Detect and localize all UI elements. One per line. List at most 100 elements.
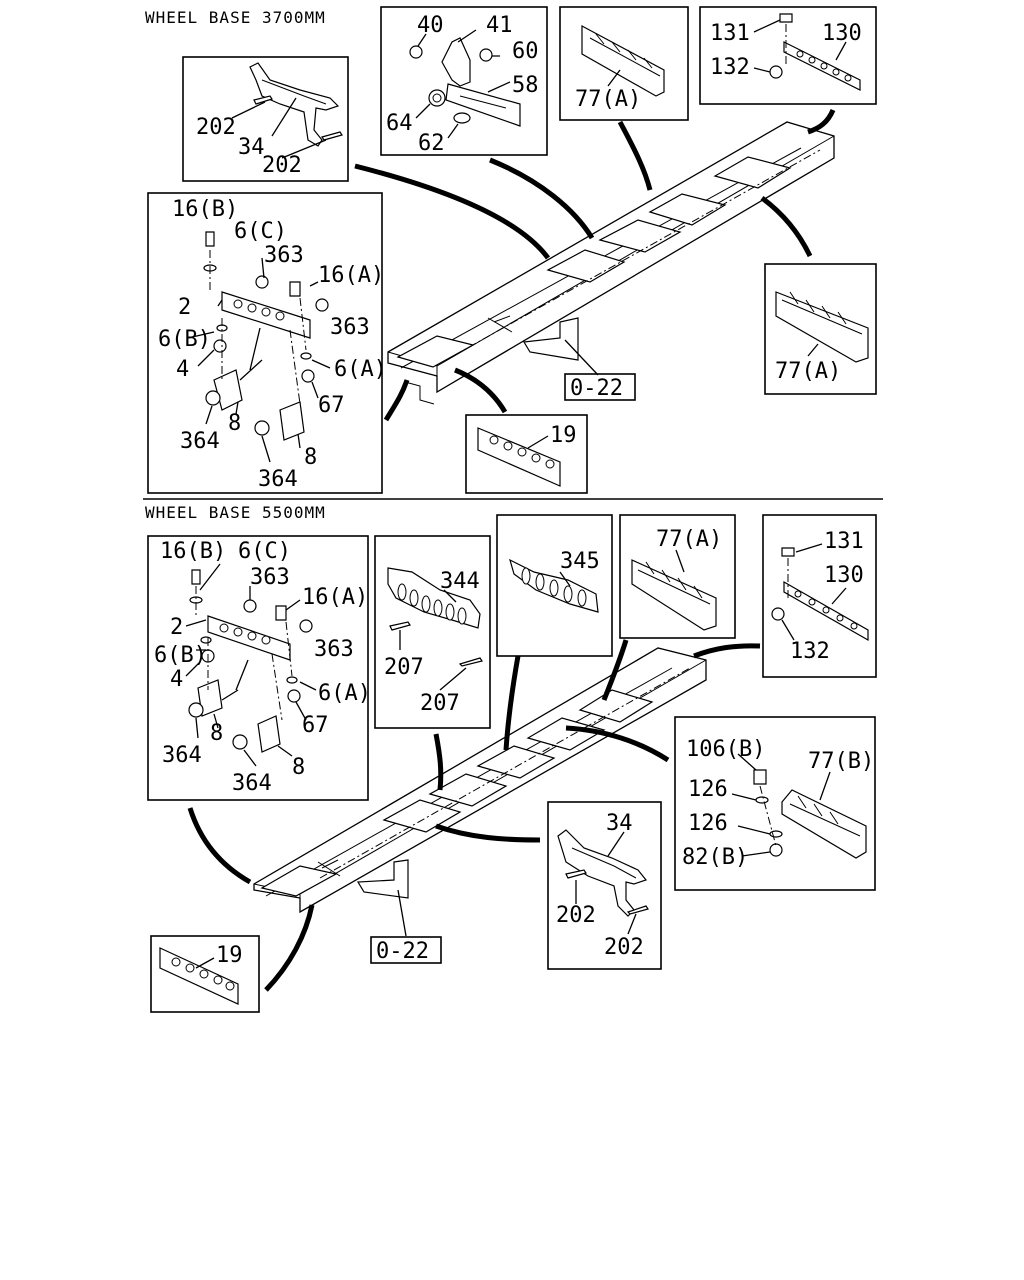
callout-arc-77a-5500 xyxy=(601,639,629,701)
detail-box-77a-side-3700: 77(A) xyxy=(764,263,877,395)
callout-arc-77b xyxy=(565,725,670,763)
label-364: 364 xyxy=(258,467,298,492)
callout-arc-344 xyxy=(433,733,444,791)
label-8: 8 xyxy=(228,411,241,436)
detail-box-crossmember-344: 344 207 207 xyxy=(374,535,491,729)
label-16b: 16(B) xyxy=(172,197,238,222)
label-4: 4 xyxy=(170,667,183,692)
label-82b: 82(B) xyxy=(682,845,748,870)
label-364: 364 xyxy=(232,771,272,796)
label-41: 41 xyxy=(486,13,513,38)
label-2: 2 xyxy=(170,615,183,640)
label-16a: 16(A) xyxy=(302,585,368,610)
label-6b: 6(B) xyxy=(154,643,207,668)
label-364: 364 xyxy=(162,743,202,768)
label-131: 131 xyxy=(824,529,864,554)
label-132: 132 xyxy=(790,639,830,664)
detail-box-130-5500: 131 130 132 xyxy=(762,514,877,678)
label-364: 364 xyxy=(180,429,220,454)
detail-box-crossmember-34-5500: 34 202 202 xyxy=(547,801,662,970)
callout-arc-345 xyxy=(503,655,521,751)
callout-arc-77a-side xyxy=(760,195,813,258)
detail-box-crossmember-19-5500: 19 xyxy=(150,935,260,1013)
label-8: 8 xyxy=(210,721,223,746)
label-202: 202 xyxy=(196,115,236,140)
callout-arc-bracket-group-5500 xyxy=(187,807,252,885)
label-6a: 6(A) xyxy=(318,681,371,706)
callout-arc-rear-group xyxy=(383,379,410,422)
label-67: 67 xyxy=(302,713,329,738)
label-8: 8 xyxy=(304,445,317,470)
label-363: 363 xyxy=(330,315,370,340)
label-344: 344 xyxy=(440,569,480,594)
label-363: 363 xyxy=(250,565,290,590)
label-132: 132 xyxy=(710,55,750,80)
label-363: 363 xyxy=(314,637,354,662)
label-16b: 16(B) xyxy=(160,539,226,564)
section-header-5500: WHEEL BASE 5500MM xyxy=(145,503,326,522)
detail-box-bracket-58-3700: 40 41 60 58 64 62 xyxy=(380,6,548,156)
label-126: 126 xyxy=(688,777,728,802)
label-77a: 77(A) xyxy=(775,359,841,384)
label-19: 19 xyxy=(216,943,243,968)
label-77a: 77(A) xyxy=(575,87,641,112)
label-207: 207 xyxy=(420,691,460,716)
label-6c: 6(C) xyxy=(238,539,291,564)
detail-box-bracket-group-3700: 16(B) 6(C) 363 16(A) 2 363 6(B) 4 6(A) 6… xyxy=(147,192,387,494)
chassis-frame-5500 xyxy=(253,647,707,914)
callout-arc-19-5500 xyxy=(264,904,315,992)
label-345: 345 xyxy=(560,549,600,574)
label-6b: 6(B) xyxy=(158,327,211,352)
label-106b: 106(B) xyxy=(686,737,765,762)
label-34: 34 xyxy=(606,811,633,836)
label-58: 58 xyxy=(512,73,539,98)
label-202: 202 xyxy=(604,935,644,960)
label-202: 202 xyxy=(262,153,302,178)
label-40: 40 xyxy=(417,13,444,38)
label-202: 202 xyxy=(556,903,596,928)
detail-box-crossmember-34-3700: 202 34 202 xyxy=(182,56,349,182)
label-6c: 6(C) xyxy=(234,219,287,244)
label-64: 64 xyxy=(386,111,413,136)
label-77b: 77(B) xyxy=(808,749,874,774)
section-header-3700: WHEEL BASE 3700MM xyxy=(145,8,326,27)
label-2: 2 xyxy=(178,295,191,320)
detail-box-130-3700: 131 130 132 xyxy=(699,6,877,105)
callout-arc-34-5500 xyxy=(435,823,541,843)
reference-box-0-22-3700: 0-22 xyxy=(564,373,636,401)
detail-box-crossmember-345: 345 xyxy=(496,514,613,657)
label-34: 34 xyxy=(238,135,265,160)
label-131: 131 xyxy=(710,21,750,46)
callout-arc-19 xyxy=(454,367,508,414)
reference-label: 0-22 xyxy=(376,939,429,964)
reference-box-0-22-5500: 0-22 xyxy=(370,936,442,964)
label-4: 4 xyxy=(176,357,189,382)
label-207: 207 xyxy=(384,655,424,680)
callout-arc-130 xyxy=(807,108,836,135)
label-67: 67 xyxy=(318,393,345,418)
leader-0-22-s1 xyxy=(564,339,599,376)
detail-box-77b: 106(B) 77(B) 126 126 82(B) xyxy=(674,716,876,891)
label-8: 8 xyxy=(292,755,305,780)
label-126: 126 xyxy=(688,811,728,836)
label-60: 60 xyxy=(512,39,539,64)
callout-arc-bracket-58 xyxy=(489,157,595,240)
label-16a: 16(A) xyxy=(318,263,384,288)
label-19: 19 xyxy=(550,423,577,448)
callout-arc-130-5500 xyxy=(693,643,761,659)
label-130: 130 xyxy=(822,21,862,46)
label-130: 130 xyxy=(824,563,864,588)
reference-label: 0-22 xyxy=(570,376,623,401)
callout-arc-crossmember-34 xyxy=(354,163,551,260)
label-62: 62 xyxy=(418,131,445,156)
leader-0-22-s2 xyxy=(397,889,407,937)
chassis-frame-3700 xyxy=(387,121,835,405)
detail-box-bracket-group-5500: 16(B) 6(C) 363 16(A) 2 363 6(B) 4 6(A) 6… xyxy=(147,535,371,801)
label-77a: 77(A) xyxy=(656,527,722,552)
detail-box-77a-5500: 77(A) xyxy=(619,514,736,639)
label-6a: 6(A) xyxy=(334,357,387,382)
label-363: 363 xyxy=(264,243,304,268)
callout-arc-77a-top xyxy=(617,120,653,191)
detail-box-77a-top-3700: 77(A) xyxy=(559,6,689,121)
